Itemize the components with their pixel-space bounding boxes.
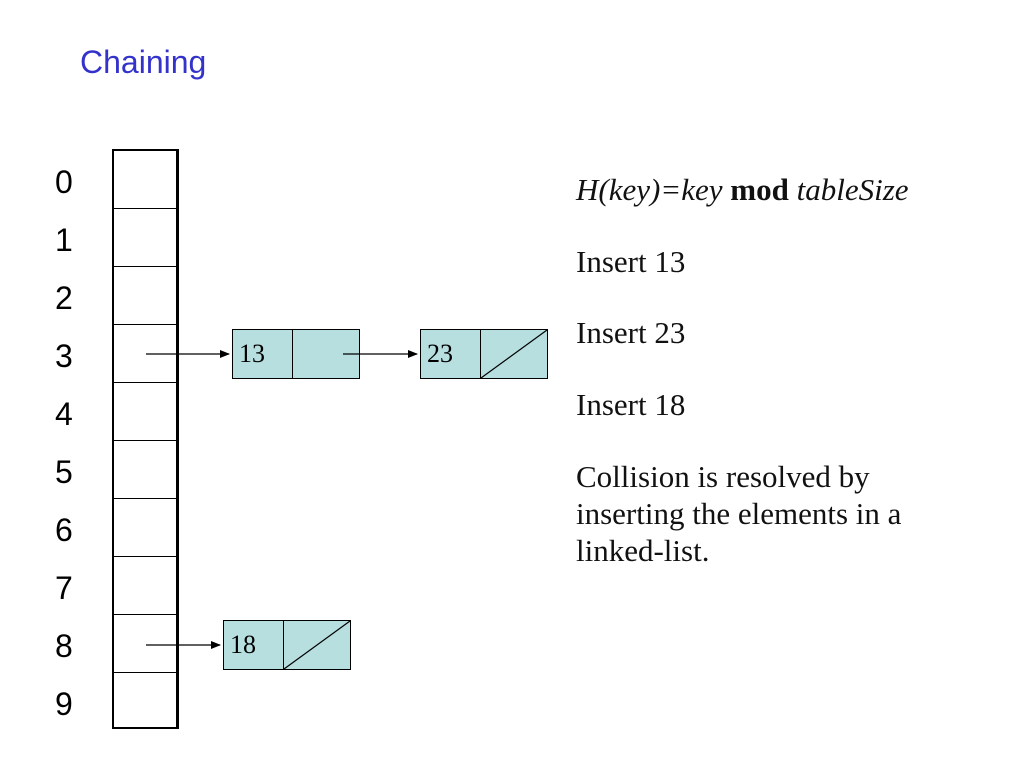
table-slot-2 (114, 267, 176, 325)
table-slot-4 (114, 383, 176, 441)
index-label-5: 5 (55, 454, 73, 490)
index-label-1: 1 (55, 222, 73, 258)
table-slot-7 (114, 557, 176, 615)
null-pointer (481, 330, 547, 378)
hash-formula: H(key)=key mod tableSize (576, 172, 909, 208)
index-label-3: 3 (55, 338, 73, 374)
slide-title: Chaining (80, 44, 207, 80)
index-label-2: 2 (55, 280, 73, 316)
index-label-6: 6 (55, 512, 73, 548)
table-slot-5 (114, 441, 176, 499)
null-pointer (284, 621, 350, 669)
step-insert-23: Insert 23 (576, 315, 686, 350)
formula-table-size: tableSize (796, 172, 909, 207)
list-node-23: 23 (420, 329, 548, 379)
index-label-8: 8 (55, 628, 73, 664)
node-value: 18 (224, 621, 284, 669)
node-value: 13 (233, 330, 293, 378)
collision-note: Collision is resolved by inserting the e… (576, 459, 902, 568)
index-label-4: 4 (55, 396, 73, 432)
index-label-0: 0 (55, 164, 73, 200)
table-slot-0 (114, 151, 176, 209)
step-insert-13: Insert 13 (576, 244, 686, 279)
index-label-9: 9 (55, 686, 73, 722)
index-label-7: 7 (55, 570, 73, 606)
table-slot-1 (114, 209, 176, 267)
step-insert-18: Insert 18 (576, 387, 686, 422)
node-value: 23 (421, 330, 481, 378)
table-slot-8 (114, 615, 176, 673)
hash-table (112, 149, 179, 729)
formula-mod: mod (730, 172, 789, 207)
formula-hash-part: H(key)=key (576, 172, 723, 207)
list-node-13: 13 (232, 329, 360, 379)
table-slot-6 (114, 499, 176, 557)
table-slot-3 (114, 325, 176, 383)
list-node-18: 18 (223, 620, 351, 670)
